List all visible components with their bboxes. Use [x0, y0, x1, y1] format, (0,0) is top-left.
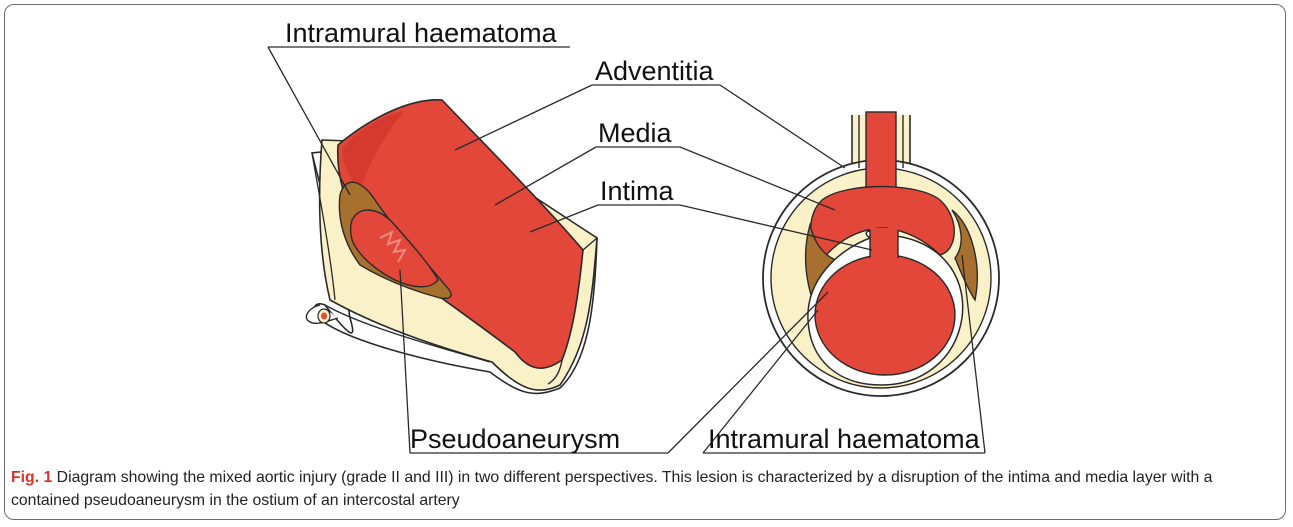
- true-lumen: [815, 255, 955, 375]
- cross-section-view: [763, 112, 999, 396]
- figure-label: Fig. 1: [11, 469, 52, 486]
- figure-caption: Fig. 1 Diagram showing the mixed aortic …: [11, 466, 1277, 512]
- label-media: Media: [598, 118, 673, 148]
- label-intramural-haematoma-top: Intramural haematoma: [285, 18, 558, 48]
- label-adventitia: Adventitia: [595, 56, 715, 86]
- caption-text: Diagram showing the mixed aortic injury …: [11, 469, 1212, 509]
- intercostal-lumen: [321, 313, 327, 320]
- branch-stem-blood: [866, 112, 896, 192]
- label-intima: Intima: [600, 176, 675, 206]
- lumen-connection: [870, 228, 898, 268]
- label-intramural-haematoma-bottom: Intramural haematoma: [708, 424, 981, 454]
- label-pseudoaneurysm: Pseudoaneurysm: [410, 424, 620, 454]
- longitudinal-view: [306, 100, 597, 394]
